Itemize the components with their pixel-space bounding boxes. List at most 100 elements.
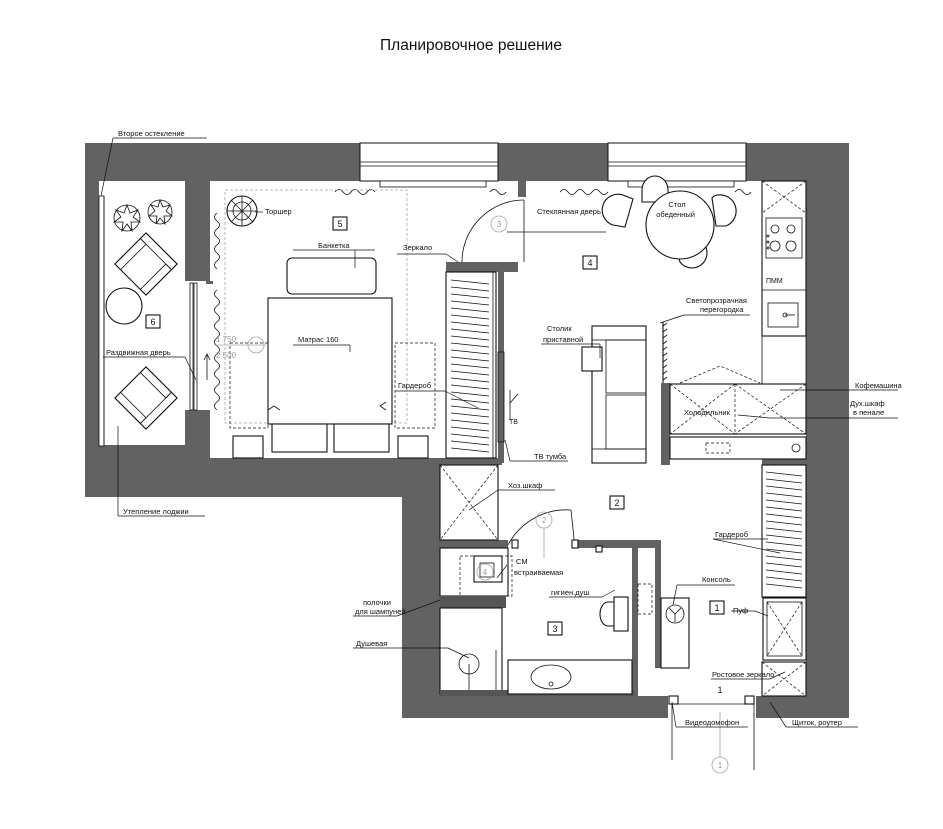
curtains bbox=[214, 189, 752, 411]
hall: 2 bbox=[439, 464, 625, 553]
leader-lines bbox=[100, 137, 898, 728]
hanger-line bbox=[765, 492, 803, 498]
hanger-line bbox=[450, 300, 490, 306]
shelves-label-2: для шампуней bbox=[355, 607, 406, 616]
room-number-3: 3 bbox=[552, 624, 557, 634]
dining-table-label: Стол bbox=[668, 200, 685, 209]
kitchen-units: ПММ bbox=[669, 180, 807, 460]
side-table-icon bbox=[581, 346, 603, 372]
washer-label: СМ bbox=[516, 557, 528, 566]
hanger-line bbox=[765, 576, 803, 582]
bedroom: 5 1 750 2 500 bbox=[214, 189, 436, 459]
labels: Второе остекление Торшер Стеклянная двер… bbox=[106, 129, 903, 727]
floor-lamp-icon bbox=[226, 195, 258, 227]
hanger-line bbox=[765, 548, 803, 554]
bathroom: 3 bbox=[439, 547, 653, 696]
hygienic-shower-label: гигиен.душ bbox=[551, 588, 589, 597]
room-number-1: 1 bbox=[714, 603, 719, 613]
loggia-insulation-label: Утепление лоджии bbox=[123, 507, 189, 516]
hanger-line bbox=[765, 520, 803, 526]
hanger-line bbox=[450, 349, 490, 355]
bench-icon bbox=[286, 257, 377, 295]
room-number-2: 2 bbox=[614, 498, 619, 508]
mirror-label: Зеркало bbox=[403, 243, 432, 252]
translucent-partition-label-2: перегородка bbox=[700, 305, 744, 314]
round-table-icon bbox=[105, 287, 143, 325]
hanger-line bbox=[765, 499, 803, 505]
second-glazing-label: Второе остекление bbox=[118, 129, 185, 138]
utility-cabinet-label: Хоз.шкаф bbox=[508, 481, 542, 490]
armchair-icon bbox=[114, 232, 178, 296]
hanger-line bbox=[450, 370, 490, 376]
dishwasher-label: ПММ bbox=[766, 278, 783, 285]
windows bbox=[98, 142, 747, 447]
hanger-line bbox=[450, 440, 490, 446]
hanger-line bbox=[765, 478, 803, 484]
hanger-line bbox=[450, 405, 490, 411]
floor-lamp-label: Торшер bbox=[265, 207, 292, 216]
hanger-line bbox=[450, 321, 490, 327]
side-table-label-2: приставной bbox=[543, 335, 583, 344]
wardrobe-bedroom: ТВ bbox=[445, 271, 519, 459]
hanger-line bbox=[450, 433, 490, 439]
plant-icon bbox=[112, 198, 174, 233]
hanger-line bbox=[450, 412, 490, 418]
hanger-line bbox=[765, 485, 803, 491]
fridge-label: Холодильник bbox=[684, 408, 731, 417]
marker-1: 1 bbox=[718, 761, 723, 770]
armchair-icon bbox=[114, 366, 178, 430]
marker-2: 2 bbox=[542, 516, 547, 525]
dimension-1750: 1 750 bbox=[216, 335, 237, 344]
mattress-label: Матрас 160 bbox=[298, 335, 338, 344]
hanger-line bbox=[450, 286, 490, 292]
living-kitchen: 4 bbox=[461, 175, 737, 464]
hanger-line bbox=[765, 569, 803, 575]
bench-label: Банкетка bbox=[318, 241, 350, 250]
hanger-line bbox=[765, 541, 803, 547]
wardrobe-label-1: Гардероб bbox=[398, 381, 431, 390]
electrical-panel-label: Щиток, роутер bbox=[792, 718, 842, 727]
hanger-line bbox=[450, 279, 490, 285]
coffee-machine-label: Кофемашина bbox=[855, 381, 903, 390]
bed-icon bbox=[267, 297, 393, 453]
plan-title: Планировочное решение bbox=[380, 37, 562, 54]
hanger-line bbox=[765, 513, 803, 519]
oven-label-2: в пенале bbox=[853, 408, 884, 417]
shower-room-label: Душевая bbox=[356, 639, 387, 648]
translucent-partition-label: Светопрозрачная bbox=[686, 296, 747, 305]
hanger-line bbox=[450, 356, 490, 362]
sliding-door-label: Раздвижная дверь bbox=[106, 348, 171, 357]
hanger-line bbox=[450, 391, 490, 397]
oven-label: Дух.шкаф bbox=[850, 399, 885, 408]
console-icon bbox=[660, 597, 690, 669]
hanger-line bbox=[765, 555, 803, 561]
hanger-line bbox=[765, 583, 803, 589]
toilet-icon bbox=[599, 596, 629, 632]
tv-stand-label: ТВ тумба bbox=[534, 452, 567, 461]
hanger-line bbox=[765, 534, 803, 540]
hanger-line bbox=[450, 363, 490, 369]
marker-4: 4 bbox=[483, 568, 488, 577]
hanger-line bbox=[450, 447, 490, 453]
hanger-line bbox=[450, 307, 490, 313]
glass-door-label: Стеклянная дверь bbox=[537, 207, 601, 216]
wardrobe-hall bbox=[761, 464, 807, 697]
hanger-line bbox=[450, 314, 490, 320]
room-number-5: 5 bbox=[337, 219, 342, 229]
dimension-2500: 2 500 bbox=[216, 351, 237, 360]
shelves-label: полочки bbox=[363, 598, 391, 607]
console-label: Консоль bbox=[702, 575, 731, 584]
hanger-line bbox=[450, 426, 490, 432]
hanger-line bbox=[765, 506, 803, 512]
dining-table-icon bbox=[601, 175, 737, 269]
hanger-line bbox=[450, 342, 490, 348]
marker-3: 3 bbox=[497, 220, 502, 229]
side-table-label: Столик bbox=[547, 324, 572, 333]
entry: 1 1 1 bbox=[660, 597, 755, 774]
markers: 3 2 4 bbox=[476, 215, 553, 581]
wardrobe-label-2: Гардероб bbox=[715, 530, 748, 539]
loggia: 6 bbox=[103, 196, 211, 446]
room-number-6: 6 bbox=[150, 317, 155, 327]
pouf-label: Пуф bbox=[733, 606, 748, 615]
